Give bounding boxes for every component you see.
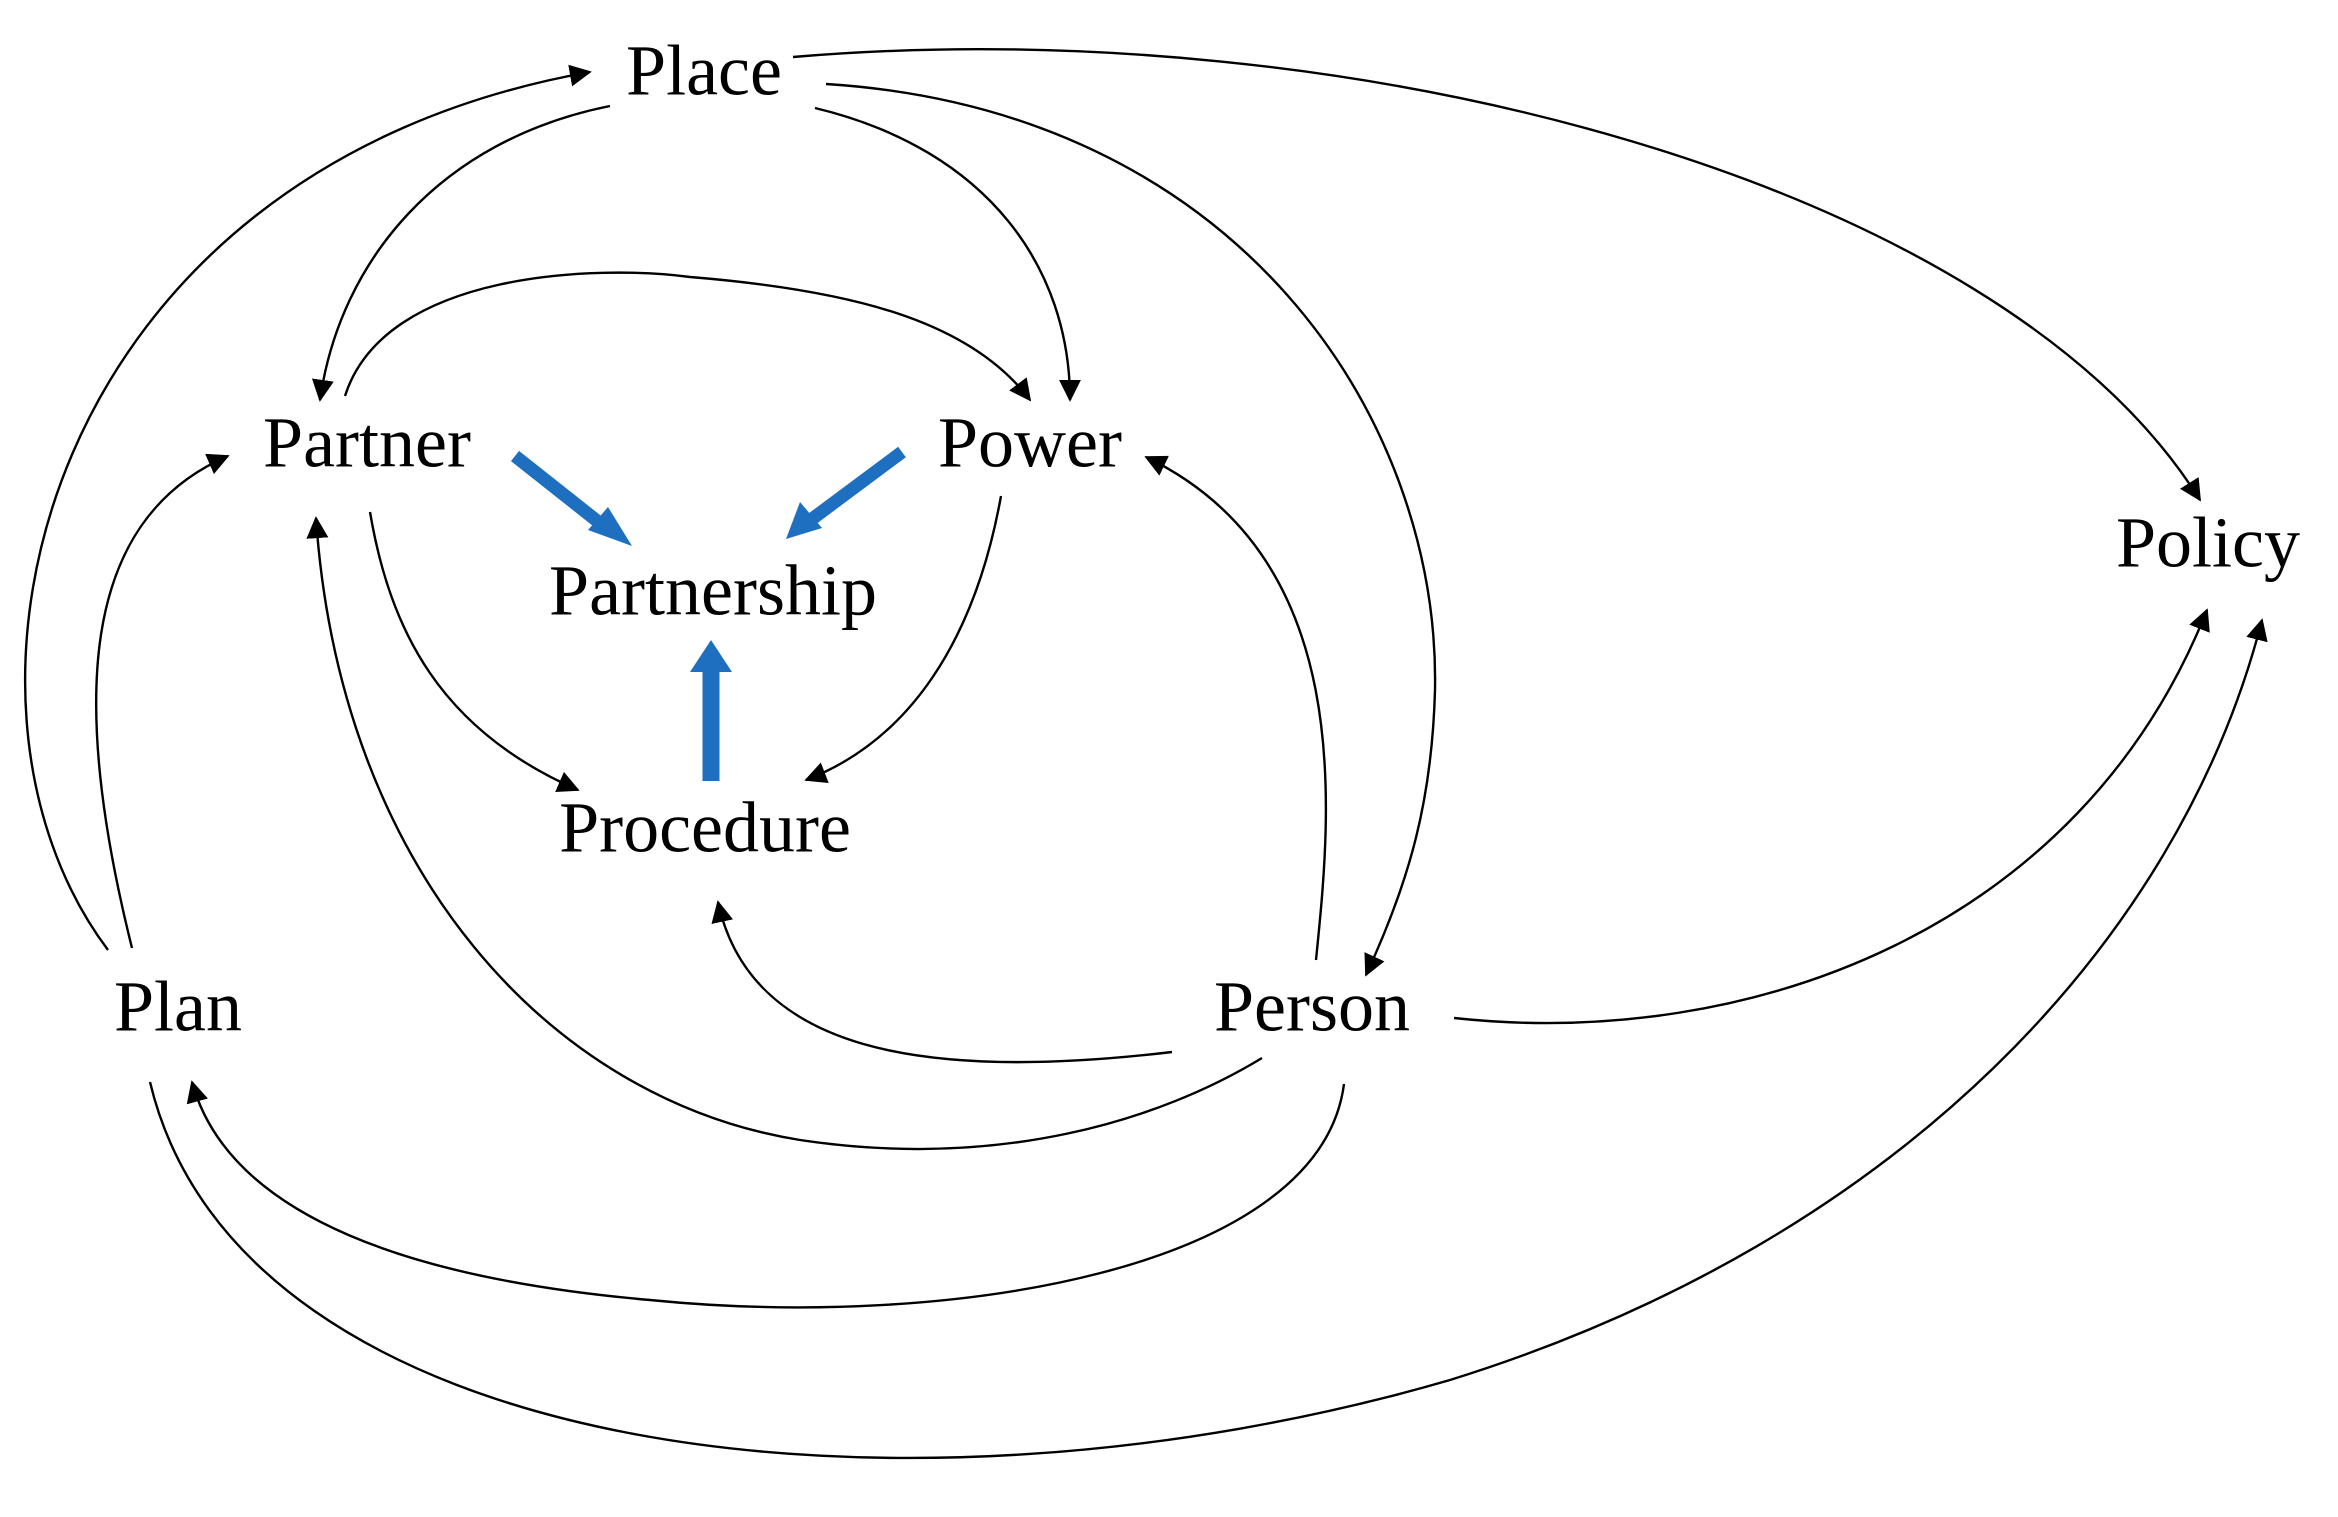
edge-partner-procedure (368, 511, 580, 793)
edge-place-policy (792, 48, 2202, 502)
edge-procedure-partnership (690, 640, 732, 781)
edge-partner-power (343, 271, 1032, 402)
edge-person-procedure (711, 900, 1173, 1064)
nodes: Place Partner Power Partnership Procedur… (114, 31, 2300, 1047)
edges (23, 48, 2268, 1460)
edge-partner-partnership (510, 450, 632, 546)
edge-power-partnership (786, 446, 906, 539)
node-partnership: Partnership (549, 551, 877, 631)
edge-plan-policy (148, 618, 2268, 1460)
edge-place-power (814, 106, 1081, 402)
edge-person-partner (306, 516, 1263, 1151)
node-partner: Partner (263, 403, 471, 483)
node-policy: Policy (2116, 503, 2300, 583)
edge-power-procedure (804, 495, 1003, 784)
node-procedure: Procedure (559, 788, 851, 868)
node-power: Power (938, 403, 1122, 483)
node-person: Person (1214, 967, 1410, 1047)
edge-person-policy (1453, 608, 2210, 1025)
node-place: Place (626, 31, 782, 111)
node-plan: Plan (114, 967, 242, 1047)
edge-place-partner (311, 104, 611, 402)
edge-place-person (825, 82, 1437, 977)
edge-plan-place (23, 64, 592, 951)
edge-plan-partner (94, 453, 230, 949)
edge-person-plan (186, 1080, 1346, 1309)
strong-edges (510, 446, 906, 781)
edge-person-power (1144, 455, 1328, 961)
